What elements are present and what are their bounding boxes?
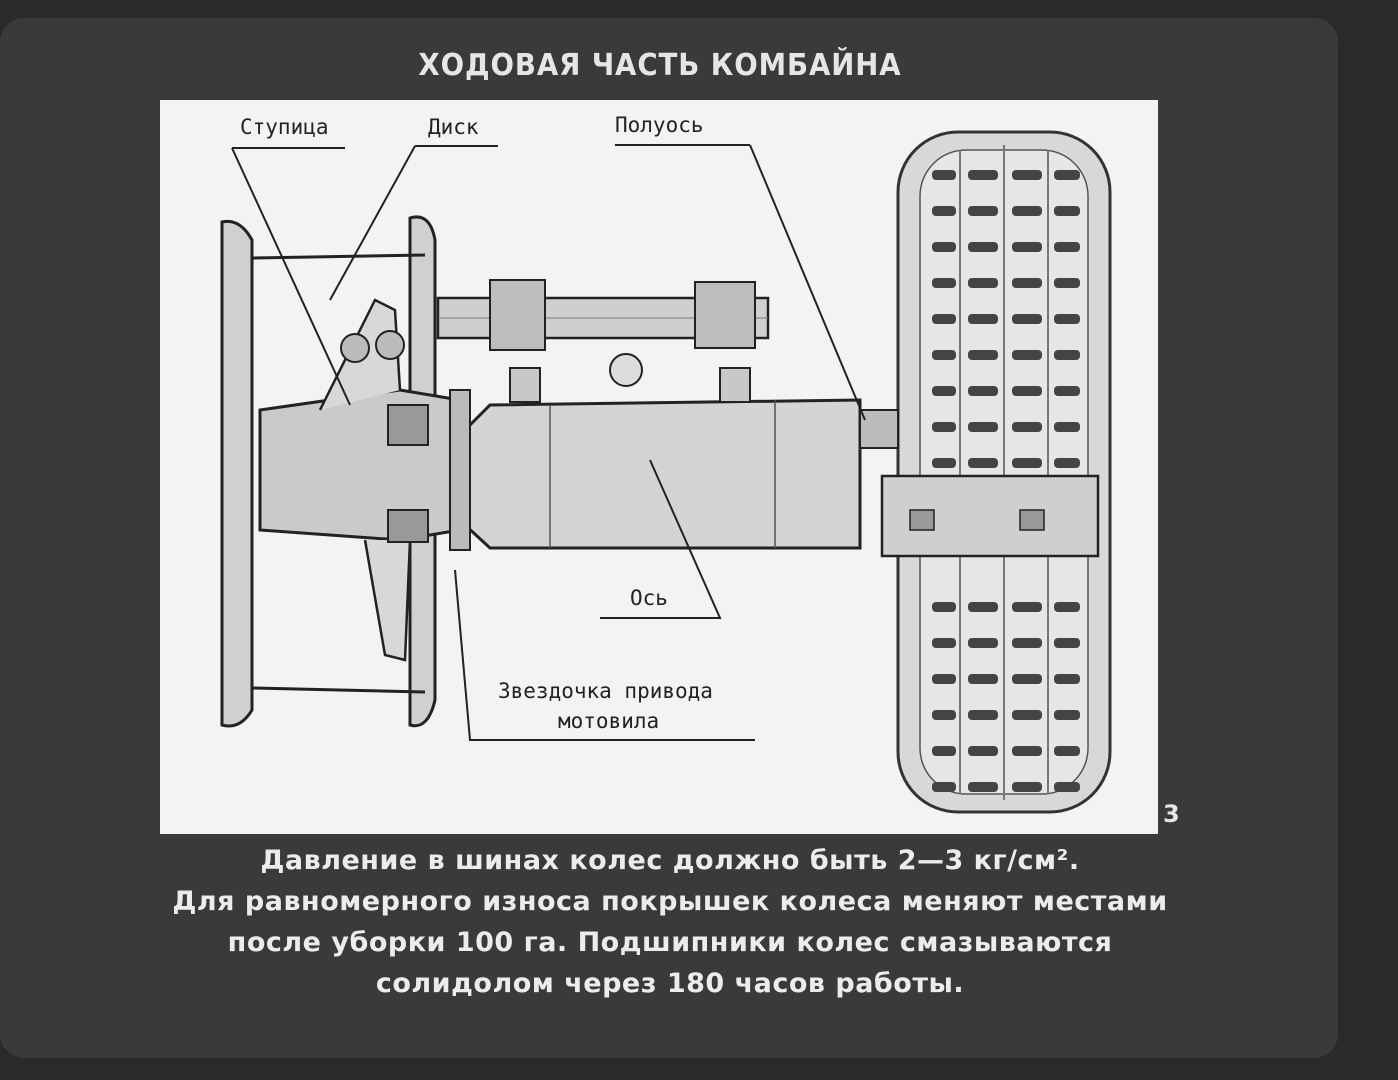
chassis-diagram: Ступица Диск Полуось Ось Звездочка приво… (220, 113, 1112, 814)
tread-block (1012, 746, 1042, 756)
tread-block (932, 458, 956, 468)
tread-block (932, 206, 956, 216)
label-sprocket-line1: Звездочка привода (498, 679, 713, 703)
caption-line-1: Давление в шинах колес должно быть 2—3 к… (260, 845, 1080, 876)
tread-block (932, 386, 956, 396)
label-disc: Диск (428, 115, 479, 139)
tread-block (932, 674, 956, 684)
tread-block (1054, 422, 1080, 432)
tread-block (932, 422, 956, 432)
tread-block (1054, 638, 1080, 648)
tread-block (968, 278, 998, 288)
tread-block (968, 458, 998, 468)
tire-tread (932, 170, 1080, 792)
caption-line-3: после уборки 100 га. Подшипники колес см… (227, 927, 1113, 958)
slide-title: ХОДОВАЯ ЧАСТЬ КОМБАЙНА (418, 48, 902, 83)
caption-line-4: солидолом через 180 часов работы. (375, 968, 965, 999)
sprocket-leader-line (454, 569, 755, 741)
right-wheel-hub (880, 474, 1100, 558)
frame-number: 3 (1163, 800, 1180, 828)
tread-block (1012, 422, 1042, 432)
tread-block (968, 170, 998, 180)
tread-block (932, 170, 956, 180)
tread-block (1012, 674, 1042, 684)
tread-block (1012, 206, 1042, 216)
axle-housing (463, 398, 899, 550)
label-sprocket-line2: мотовила (558, 709, 659, 733)
tread-block (968, 350, 998, 360)
tread-block (968, 242, 998, 252)
tread-block (1054, 386, 1080, 396)
wheel-hub (258, 298, 471, 662)
tread-block (932, 314, 956, 324)
tread-block (1054, 170, 1080, 180)
label-hub: Ступица (240, 115, 329, 139)
tread-block (1054, 602, 1080, 612)
tread-block (1054, 206, 1080, 216)
tread-block (1054, 458, 1080, 468)
tread-block (932, 602, 956, 612)
tread-block (1012, 350, 1042, 360)
tread-block (968, 674, 998, 684)
tread-block (932, 710, 956, 720)
tread-block (932, 782, 956, 792)
tread-block (932, 350, 956, 360)
tread-block (1054, 710, 1080, 720)
hub-leader-line (231, 147, 351, 406)
caption-line-2: Для равномерного износа покрышек колеса … (172, 886, 1168, 917)
tread-block (1012, 458, 1042, 468)
tread-block (968, 386, 998, 396)
diagram-panel: Ступица Диск Полуось Ось Звездочка приво… (160, 100, 1158, 834)
label-half-axle: Полуось (615, 113, 704, 137)
axle-leader-line (600, 459, 722, 619)
tread-block (1054, 782, 1080, 792)
tread-block (968, 710, 998, 720)
tread-block (1012, 602, 1042, 612)
tread-block (932, 746, 956, 756)
tread-block (968, 746, 998, 756)
tread-block (1012, 242, 1042, 252)
tire (896, 130, 1112, 814)
tread-block (1012, 314, 1042, 324)
tread-block (1012, 638, 1042, 648)
tread-block (1054, 746, 1080, 756)
tread-block (968, 602, 998, 612)
tread-block (968, 314, 998, 324)
half-axle-leader-line (749, 144, 866, 421)
tread-block (968, 422, 998, 432)
tread-block (1054, 350, 1080, 360)
tread-block (1012, 782, 1042, 792)
half-axle-shaft (436, 279, 770, 403)
tread-block (932, 242, 956, 252)
tread-block (1054, 314, 1080, 324)
disc-leader-line (329, 145, 416, 301)
leader-lines (231, 144, 866, 741)
tread-block (1012, 278, 1042, 288)
tread-block (1012, 710, 1042, 720)
tread-block (1054, 278, 1080, 288)
label-axle: Ось (630, 586, 668, 610)
tread-block (1054, 242, 1080, 252)
tread-block (1012, 386, 1042, 396)
tread-block (932, 638, 956, 648)
caption-text: Давление в шинах колес должно быть 2—3 к… (150, 840, 1190, 1004)
tread-block (1012, 170, 1042, 180)
tread-block (1054, 674, 1080, 684)
tread-block (968, 638, 998, 648)
tread-block (968, 206, 998, 216)
tread-block (932, 278, 956, 288)
tread-block (968, 782, 998, 792)
